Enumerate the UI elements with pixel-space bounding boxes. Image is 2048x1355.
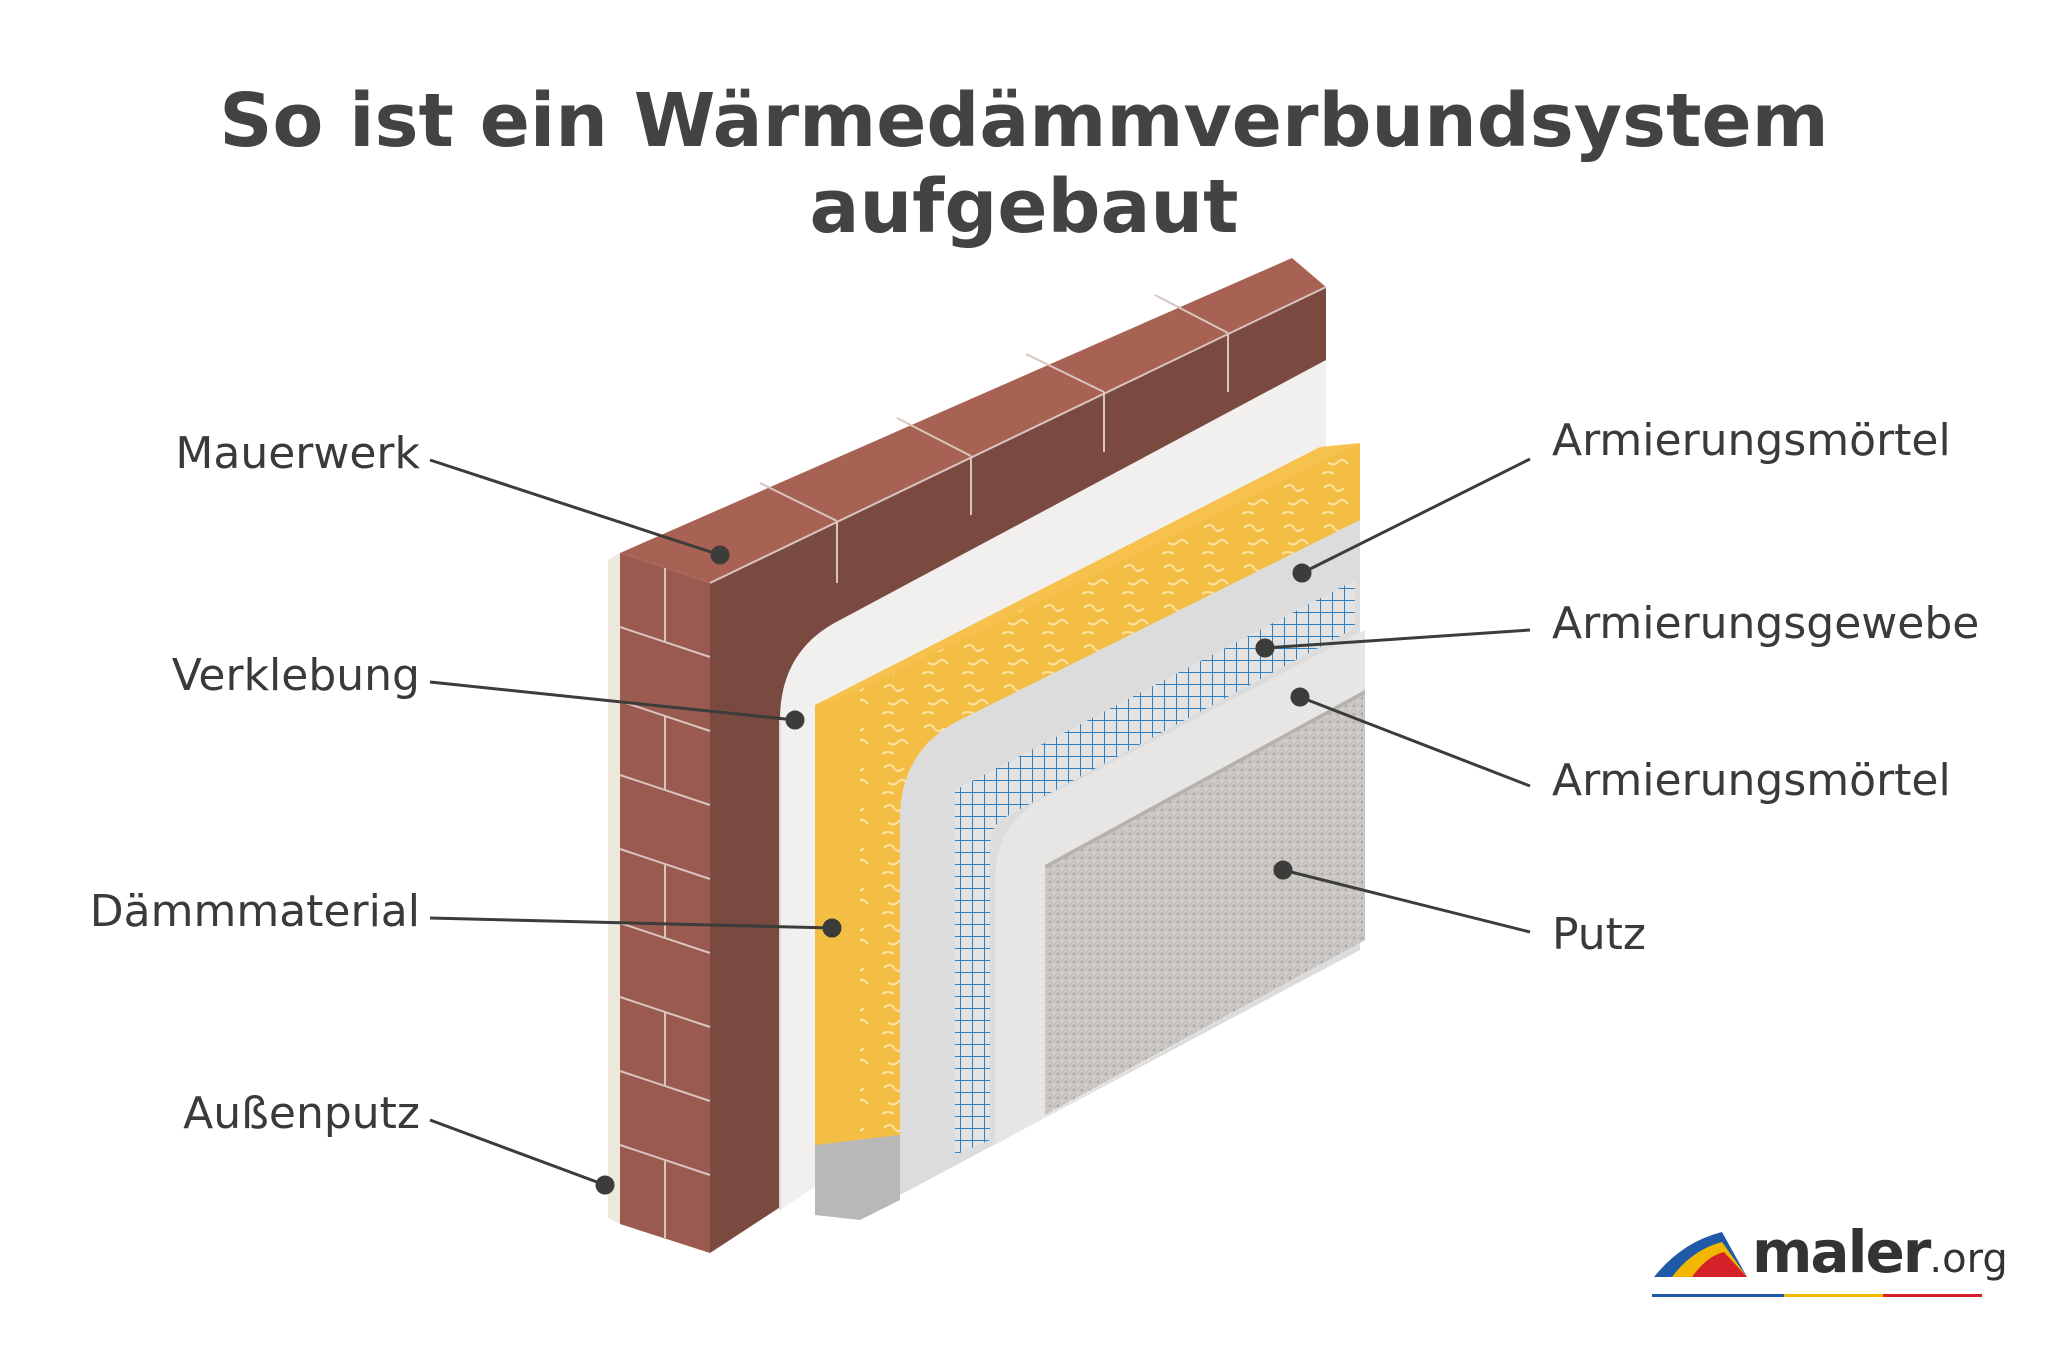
- label-putz: Putz: [1552, 909, 1646, 960]
- label-armierungsmoertel-1: Armierungsmörtel: [1552, 415, 1951, 466]
- label-mauerwerk: Mauerwerk: [175, 428, 420, 479]
- label-armierungsmoertel-2: Armierungsmörtel: [1552, 755, 1951, 806]
- logo-name: maler: [1752, 1218, 1931, 1286]
- page-title: So ist ein Wärmedämmverbundsystem aufgeb…: [219, 78, 1829, 250]
- label-aussenputz: Außenputz: [183, 1088, 420, 1139]
- daemmmaterial-layer: [815, 443, 1360, 1220]
- leader-lines: [429, 457, 1531, 1195]
- logo-tld: .org: [1929, 1236, 2008, 1282]
- maler-org-logo: maler.org: [1652, 1218, 2008, 1298]
- putz-layer: [1045, 690, 1365, 1115]
- label-daemmmaterial: Dämmmaterial: [89, 886, 420, 937]
- label-armierungsgewebe: Armierungsgewebe: [1552, 598, 1980, 649]
- logo-underline: [1652, 1294, 1982, 1297]
- label-verklebung: Verklebung: [171, 650, 420, 701]
- logo-mark-icon: [1654, 1232, 1747, 1277]
- armierungsgewebe-layer: [955, 580, 1355, 1155]
- aussenputz-layer: [608, 553, 620, 1224]
- logo-wordmark: maler.org: [1752, 1218, 2008, 1286]
